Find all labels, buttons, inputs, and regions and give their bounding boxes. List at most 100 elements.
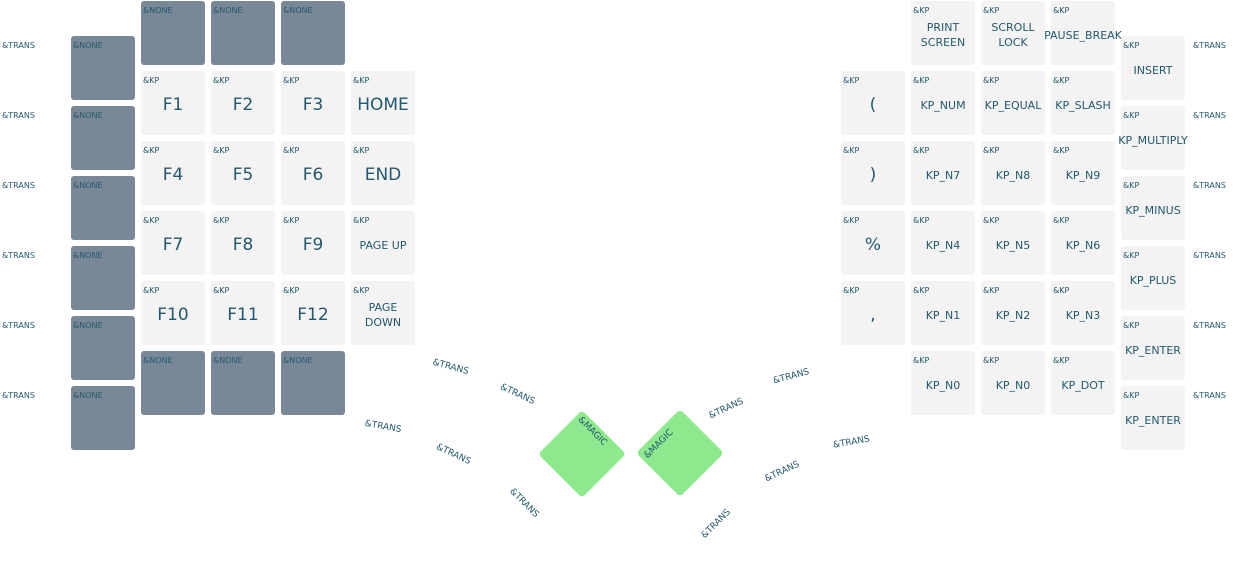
key-kp-n1: &KP KP_N1: [911, 281, 975, 345]
key-legend: KP_N8: [995, 168, 1031, 182]
key-none: &NONE: [211, 351, 275, 415]
key-binding: &KP: [1123, 251, 1140, 260]
key-binding: &KP: [143, 286, 160, 295]
key-none: &NONE: [281, 351, 345, 415]
key-legend: HOME: [357, 94, 409, 115]
key-kp-slash: &KP KP_SLASH: [1051, 71, 1115, 135]
key-legend: KP_N2: [995, 308, 1031, 322]
key-binding: &TRANS: [707, 396, 746, 422]
thumb-key-trans: &TRANS: [694, 502, 734, 542]
key-binding: &KP: [983, 286, 1000, 295]
key-legend: (: [869, 94, 877, 115]
key-legend: F3: [302, 94, 324, 115]
key-binding: &NONE: [73, 251, 103, 260]
key-legend: F8: [232, 234, 254, 255]
key-legend: KP_MULTIPLY: [1118, 133, 1188, 147]
key-legend: F9: [302, 234, 324, 255]
key-binding: &KP: [1123, 41, 1140, 50]
key-binding: &MAGIC: [642, 427, 676, 461]
key-legend: KP_N7: [925, 168, 961, 182]
key-binding: &KP: [283, 286, 300, 295]
key-binding: &NONE: [73, 391, 103, 400]
key-binding: &TRANS: [431, 357, 470, 377]
key-binding: &TRANS: [498, 382, 537, 407]
key-binding: &TRANS: [1193, 111, 1226, 120]
key-binding: &MAGIC: [575, 415, 609, 449]
key-legend: END: [364, 164, 402, 185]
key-legend: KP_N1: [925, 308, 961, 322]
key-legend: F7: [162, 234, 184, 255]
key-legend: KP_N0: [925, 378, 961, 392]
key-binding: &KP: [1053, 146, 1070, 155]
key-binding: &TRANS: [1193, 41, 1226, 50]
key-binding: &KP: [913, 286, 930, 295]
key-none: &NONE: [141, 1, 205, 65]
key-binding: &NONE: [73, 321, 103, 330]
key-legend: KP_PLUS: [1129, 273, 1177, 287]
key-binding: &TRANS: [1193, 391, 1226, 400]
key-binding: &TRANS: [763, 459, 802, 485]
key-binding: &NONE: [73, 41, 103, 50]
thumb-key-trans: &TRANS: [364, 411, 404, 436]
key-trans: &TRANS: [1191, 316, 1251, 380]
key-binding: &KP: [983, 6, 1000, 15]
key-binding: &NONE: [73, 111, 103, 120]
key-magic-left: &MAGIC: [538, 410, 626, 498]
key-legend: KP_NUM: [920, 98, 966, 112]
key-binding: &KP: [1053, 286, 1070, 295]
key-binding: &KP: [1123, 181, 1140, 190]
key-binding: &KP: [283, 76, 300, 85]
key-binding: &NONE: [143, 6, 173, 15]
key-legend: KP_N9: [1065, 168, 1101, 182]
key-none: &NONE: [71, 386, 135, 450]
key-legend: ): [869, 164, 877, 185]
key-binding: &KP: [843, 216, 860, 225]
key-trans: &TRANS: [0, 106, 64, 170]
key-binding: &KP: [1053, 216, 1070, 225]
key-binding: &KP: [1053, 76, 1070, 85]
key-binding: &TRANS: [1193, 181, 1226, 190]
thumb-key-trans: &TRANS: [434, 435, 476, 468]
key-binding: &KP: [213, 76, 230, 85]
thumb-key-trans: &TRANS: [831, 427, 871, 452]
key-legend: ,: [870, 304, 876, 325]
key-kp-n5: &KP KP_N5: [981, 211, 1045, 275]
key-binding: &NONE: [213, 356, 243, 365]
key-kp-n3: &KP KP_N3: [1051, 281, 1115, 345]
key-binding: &KP: [913, 356, 930, 365]
key-legend: F1: [162, 94, 184, 115]
key-binding: &KP: [983, 76, 1000, 85]
thumb-key-trans: &TRANS: [498, 375, 540, 408]
key-binding: &NONE: [73, 181, 103, 190]
key-binding: &KP: [983, 356, 1000, 365]
key-legend: KP_SLASH: [1055, 98, 1111, 112]
key-left-paren: &KP(: [841, 71, 905, 135]
key-trans: &TRANS: [0, 386, 64, 450]
key-legend: KP_N5: [995, 238, 1031, 252]
key-binding: &TRANS: [363, 418, 403, 436]
key-legend: KP_N3: [1065, 308, 1101, 322]
key-legend: F11: [227, 304, 259, 325]
key-binding: &KP: [983, 216, 1000, 225]
key-binding: &KP: [1123, 111, 1140, 120]
key-binding: &TRANS: [772, 367, 811, 387]
key-legend: F4: [162, 164, 184, 185]
key-kp-plus: &KP KP_PLUS: [1121, 246, 1185, 310]
